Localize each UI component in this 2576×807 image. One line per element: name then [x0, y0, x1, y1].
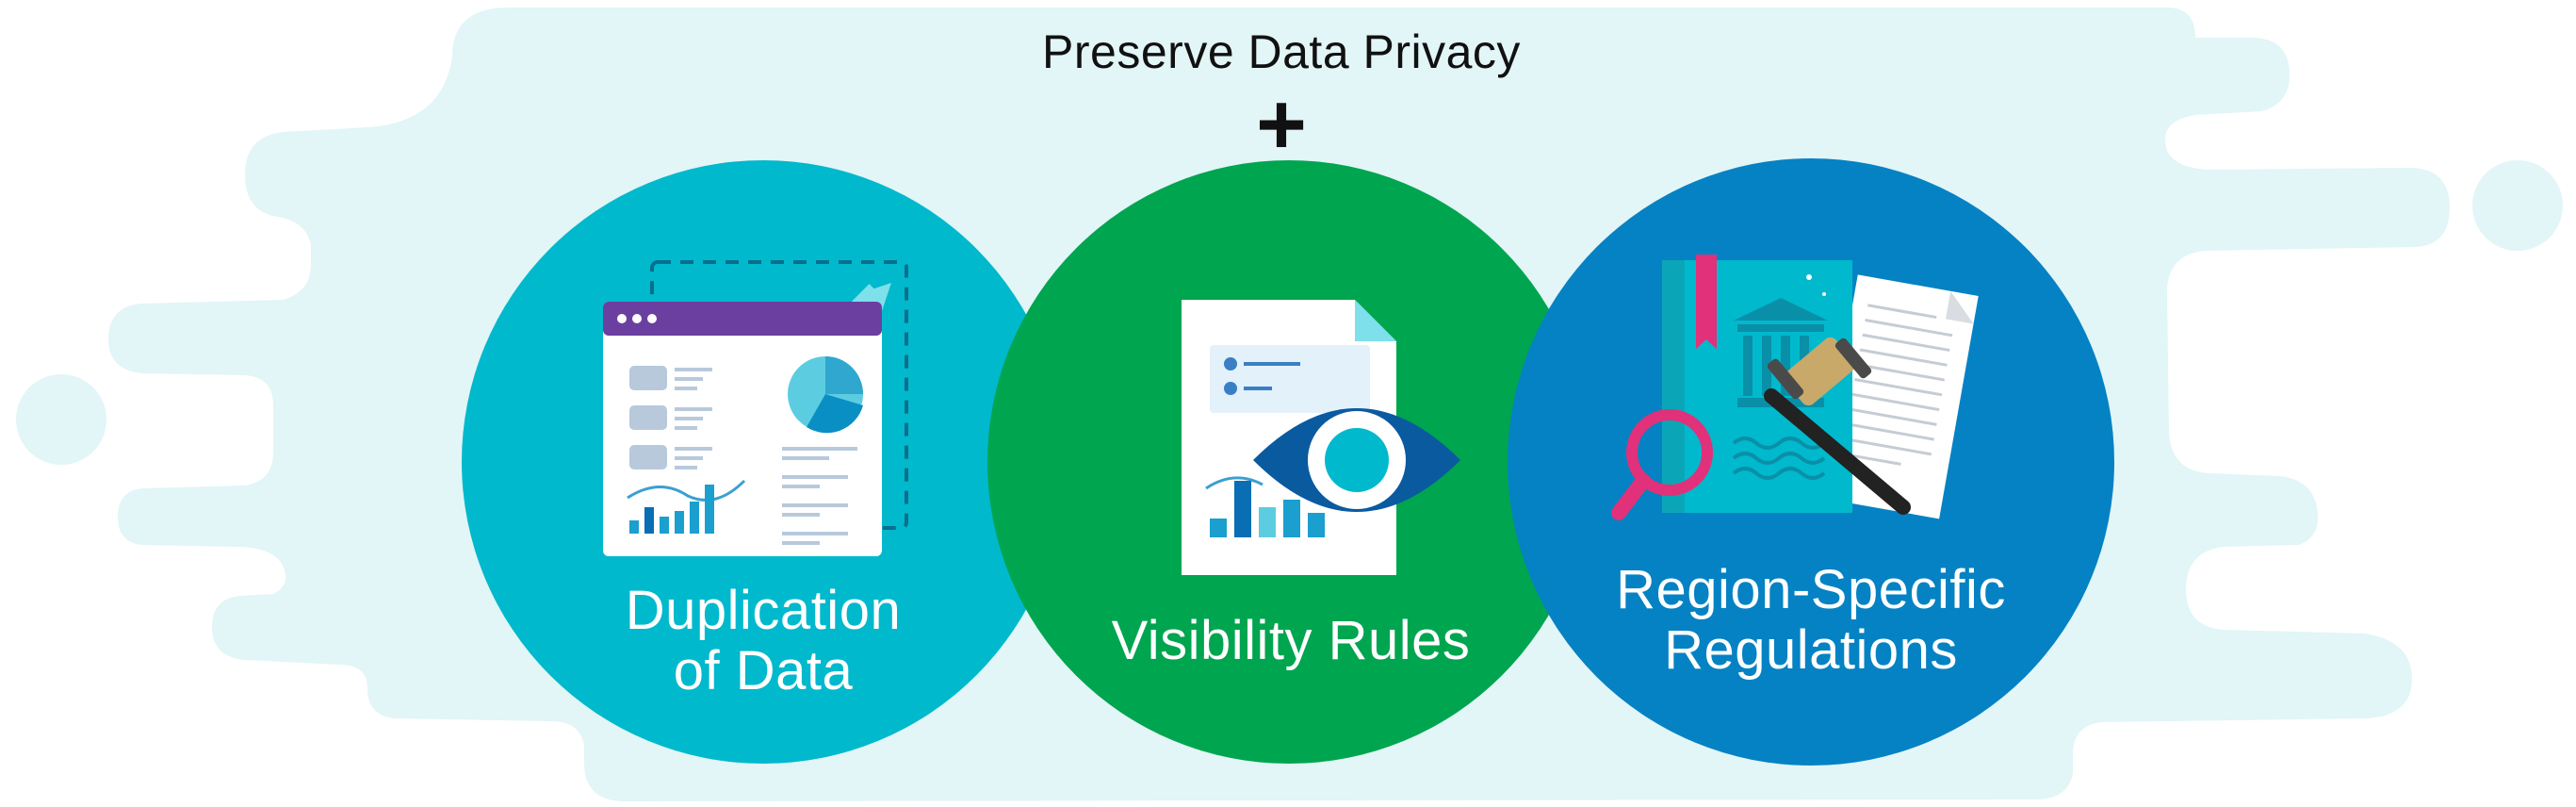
visibility-label-line1: Visibility Rules — [1111, 610, 1471, 671]
page-title: Preserve Data Privacy — [1042, 25, 1521, 78]
regulations-label-line1: Region-Specific — [1616, 559, 2006, 620]
regulations-label: Region-Specific Regulations — [1575, 560, 2046, 681]
plus-icon: + — [1256, 76, 1307, 173]
duplication-label: Duplication of Data — [528, 581, 999, 701]
duplication-label-line1: Duplication — [625, 580, 902, 641]
duplication-label-line2: of Data — [673, 640, 854, 701]
regulations-label-line2: Regulations — [1664, 619, 1958, 681]
document-eye-icon — [1182, 300, 1460, 575]
law-book-gavel-icon — [1611, 255, 1979, 520]
browser-dashboard-icon — [603, 260, 908, 556]
visibility-label: Visibility Rules — [1055, 611, 1526, 671]
